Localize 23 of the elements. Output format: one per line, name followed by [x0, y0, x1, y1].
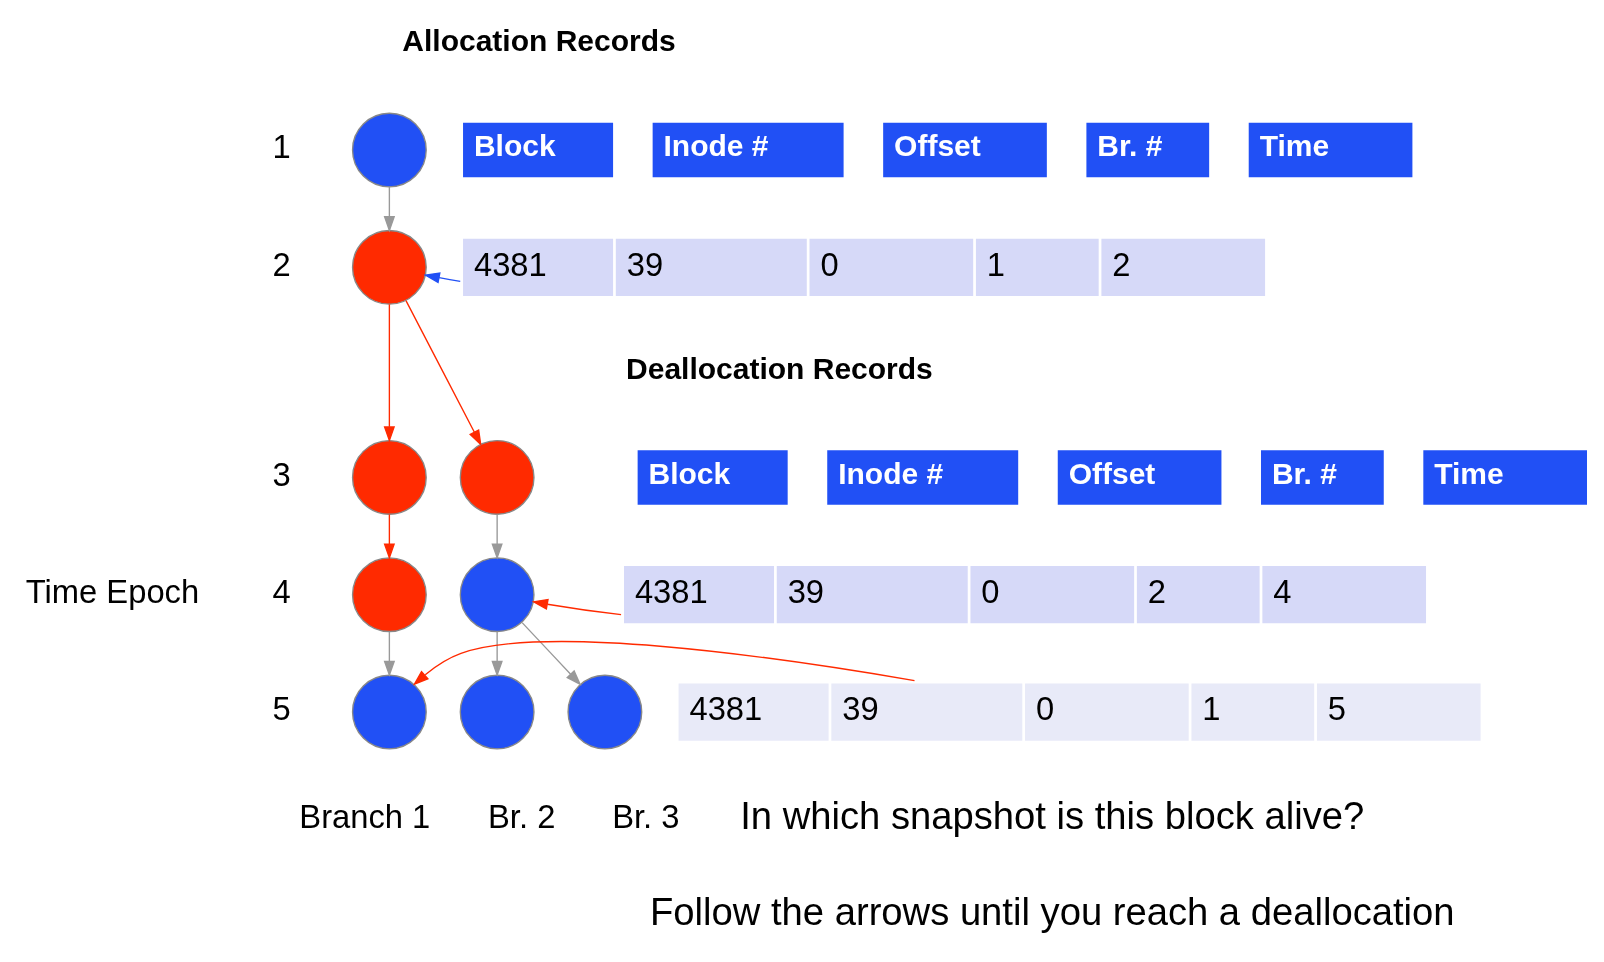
- label: 2: [272, 245, 291, 283]
- label: Br. 2: [488, 797, 556, 835]
- label: Inode #: [663, 128, 769, 162]
- label: Follow the arrows until you reach a deallocation: [650, 889, 1455, 933]
- label: Offset: [1068, 456, 1156, 490]
- label: Inode #: [838, 456, 944, 490]
- label: Time: [1434, 456, 1504, 490]
- label: 1: [272, 128, 291, 165]
- label: 4: [272, 572, 291, 610]
- label: Br. #: [1097, 128, 1163, 162]
- label: Deallocation Records: [626, 351, 933, 385]
- label: Allocation Records: [402, 23, 676, 57]
- label: Block: [648, 456, 731, 490]
- label: Offset: [894, 128, 981, 162]
- label: Branch 1: [299, 797, 431, 835]
- label: 5: [272, 689, 291, 727]
- label: Time Epoch: [25, 572, 200, 610]
- label: Block: [473, 128, 556, 162]
- label: In which snapshot is this block alive?: [740, 793, 1365, 837]
- label: 3: [272, 455, 291, 493]
- label: Br. 3: [612, 797, 680, 835]
- label: Br. #: [1271, 456, 1337, 490]
- label: Time: [1259, 128, 1330, 162]
